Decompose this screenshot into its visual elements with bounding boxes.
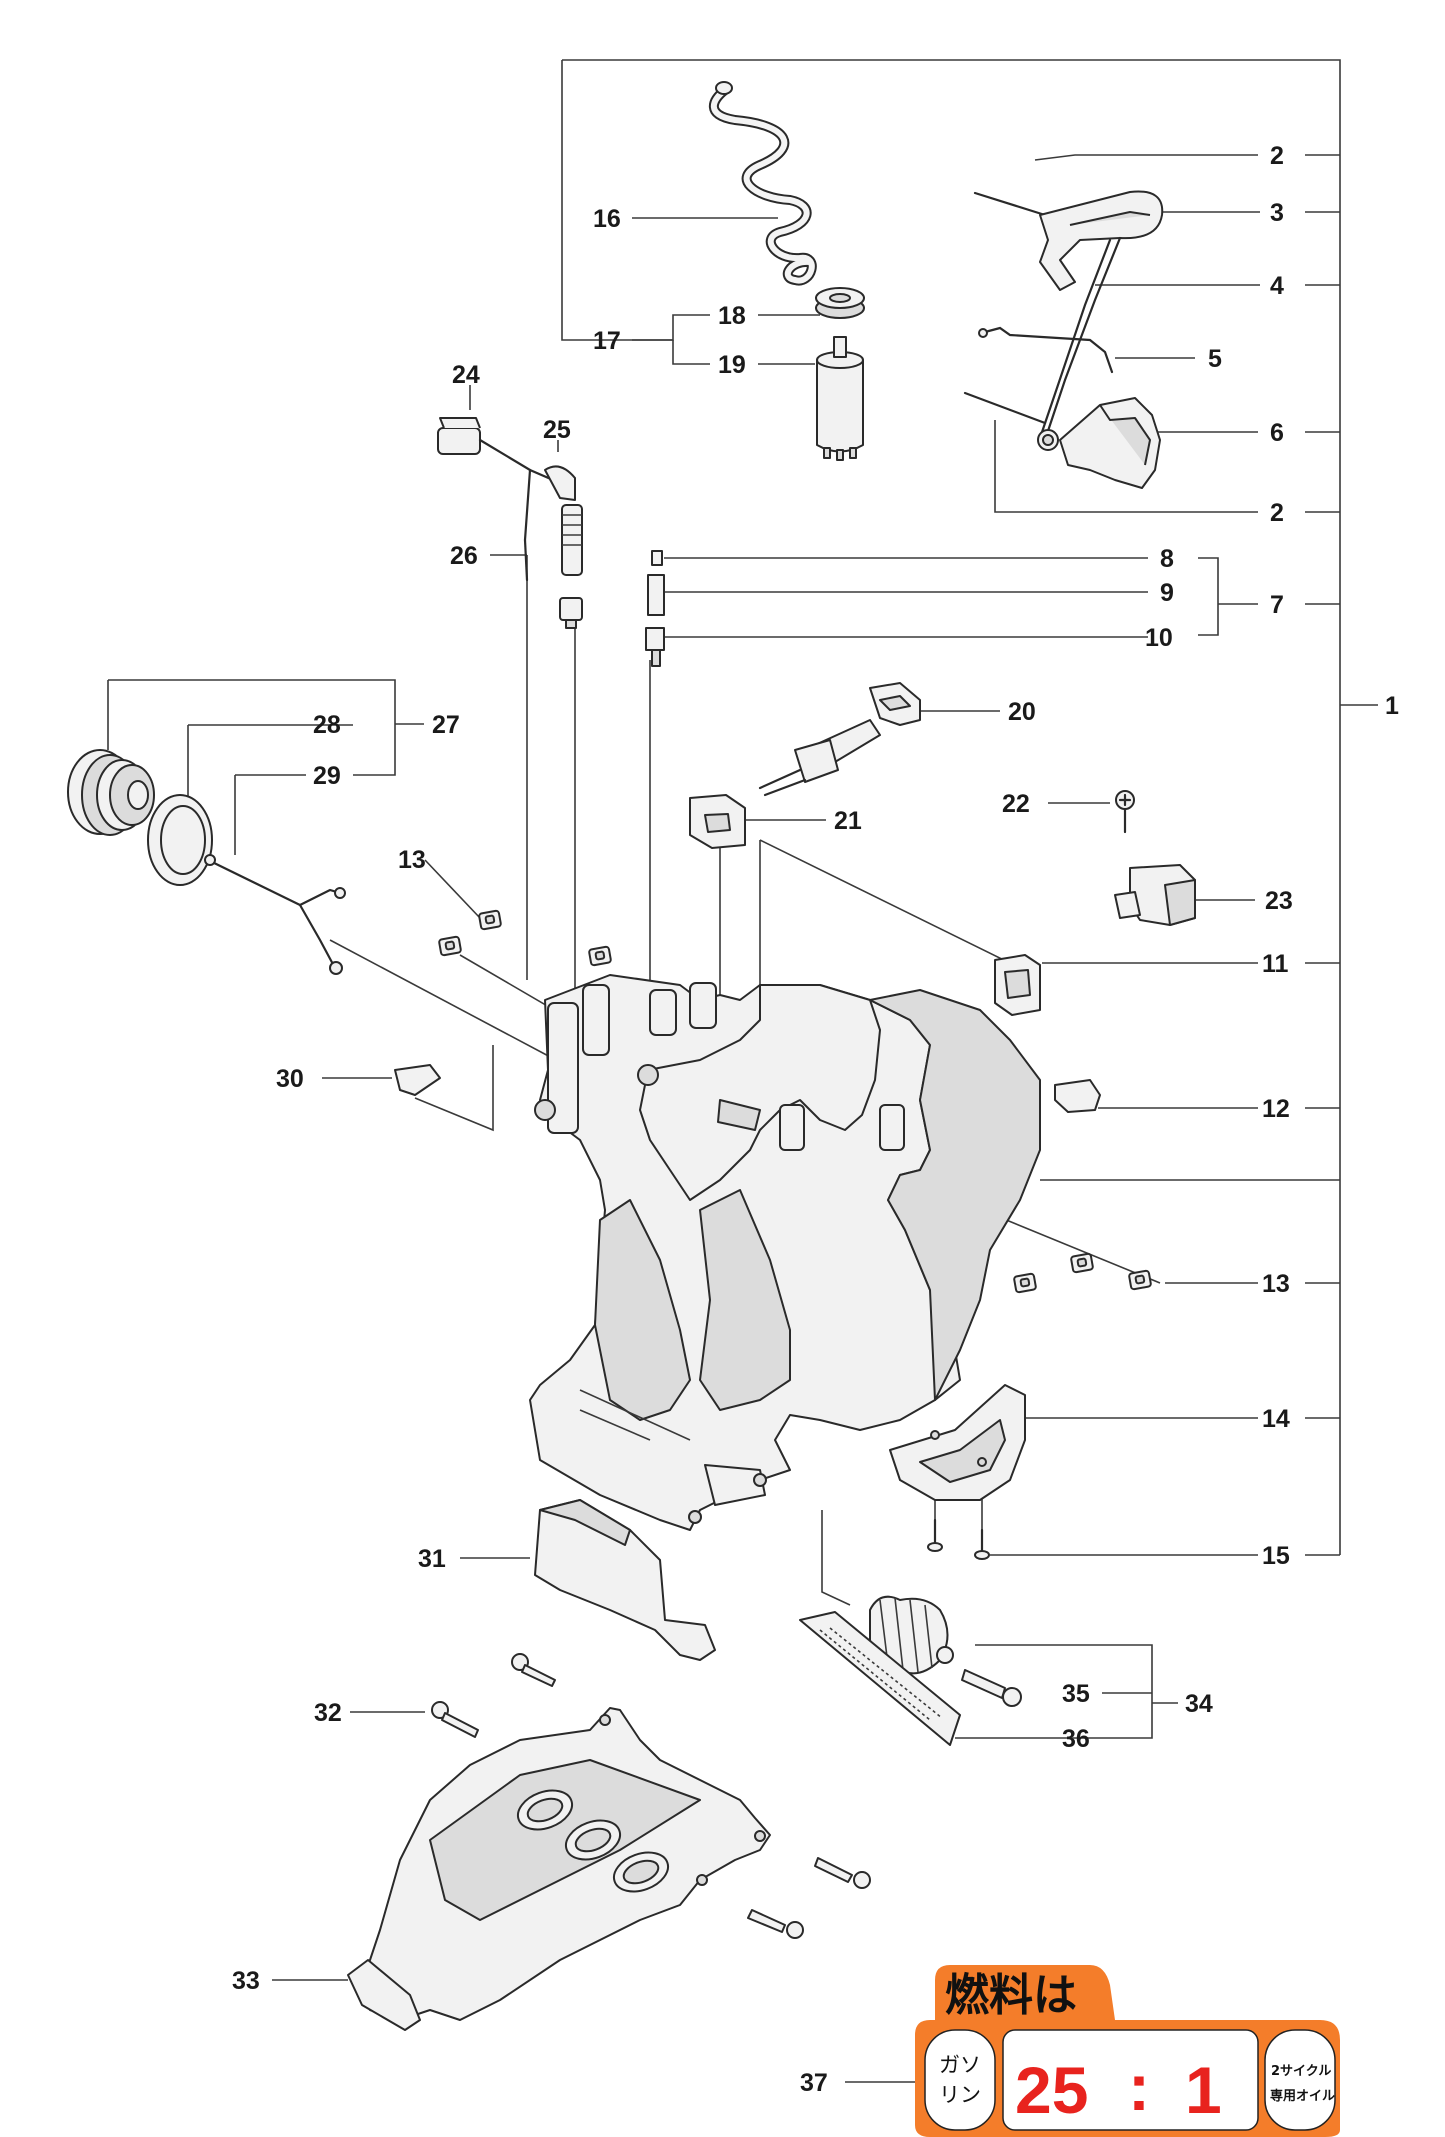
- screw-icon: [431, 1701, 479, 1738]
- rod-icon: [978, 326, 1114, 374]
- pin-icon: [963, 391, 1047, 425]
- sticker-left-bottom: リン: [939, 2083, 981, 2107]
- callout-25: 25: [543, 416, 571, 444]
- buffer-stack-icon: [645, 550, 665, 667]
- screw-icon: [511, 1653, 556, 1687]
- callout-32: 32: [314, 1699, 342, 1727]
- strap-icon: [204, 854, 346, 975]
- callout-26: 26: [450, 542, 478, 570]
- callout-7: 7: [1270, 591, 1284, 619]
- callout-29: 29: [313, 762, 341, 790]
- callout-13-right: 13: [1262, 1270, 1290, 1298]
- sticker-left-top: ガソ: [939, 2053, 981, 2077]
- callout-37: 37: [800, 2069, 828, 2097]
- square-nut-icon: [1013, 1272, 1037, 1294]
- grommet-icon: [815, 287, 865, 319]
- callout-11: 11: [1262, 950, 1289, 978]
- sticker-ratio-right: 1: [1185, 2053, 1222, 2127]
- square-nut-icon: [1070, 1252, 1094, 1274]
- callout-14: 14: [1262, 1405, 1290, 1433]
- callout-1: 1: [1385, 692, 1399, 720]
- fuel-ratio-sticker: 燃料は ガソ リン 25 : 1 2サイクル 専用オイル: [915, 1965, 1340, 2137]
- callout-22: 22: [1002, 790, 1030, 818]
- callout-33: 33: [232, 1967, 260, 1995]
- seal-ring-icon: [147, 794, 213, 886]
- connector-icon: [758, 682, 921, 797]
- square-nut-icon: [588, 945, 612, 967]
- callout-21: 21: [834, 807, 862, 835]
- callout-3: 3: [1270, 199, 1284, 227]
- tank-housing-icon: [529, 974, 1041, 1531]
- callout-9: 9: [1160, 579, 1174, 607]
- callout-15: 15: [1262, 1542, 1290, 1570]
- rear-pad-icon: [889, 1384, 1026, 1501]
- sticker-right-panel: [1264, 2029, 1336, 2131]
- callout-13-left: 13: [398, 846, 426, 874]
- bumper-strip-icon: [799, 1611, 961, 1746]
- throttle-lockout-icon: [1037, 397, 1161, 489]
- screw-icon: [961, 1669, 1022, 1707]
- callout-5: 5: [1208, 345, 1222, 373]
- callout-17: 17: [593, 327, 621, 355]
- callout-16: 16: [593, 205, 621, 233]
- clip-icon: [689, 794, 746, 849]
- throttle-trigger-icon: [1039, 190, 1164, 291]
- fuel-cap-icon: [67, 749, 155, 836]
- callout-18: 18: [718, 302, 746, 330]
- square-nut-icon: [1128, 1269, 1152, 1291]
- callout-12: 12: [1262, 1095, 1290, 1123]
- screw-icon: [927, 1518, 943, 1552]
- skid-plate-icon: [347, 1707, 771, 2031]
- pin-icon: [973, 191, 1047, 217]
- screw-icon: [1115, 790, 1135, 834]
- sticker-right-top: 2サイクル: [1271, 2064, 1331, 2079]
- connector-housing-icon: [1114, 864, 1196, 926]
- screw-icon: [974, 1528, 990, 1560]
- callout-27: 27: [432, 711, 460, 739]
- screw-icon: [747, 1909, 804, 1939]
- clip-icon: [394, 1064, 441, 1096]
- fuel-hose-icon: [708, 81, 817, 286]
- callout-34: 34: [1185, 1690, 1213, 1718]
- screw-icon: [814, 1857, 871, 1889]
- callout-2-top: 2: [1270, 142, 1284, 170]
- callout-23: 23: [1265, 887, 1293, 915]
- choke-cable-icon: [544, 465, 583, 629]
- callout-24: 24: [452, 361, 480, 389]
- callout-10: 10: [1145, 624, 1173, 652]
- sticker-title: 燃料は: [945, 1970, 1077, 2021]
- sticker-left-panel: [924, 2029, 996, 2131]
- callout-30: 30: [276, 1065, 304, 1093]
- callout-36: 36: [1062, 1725, 1090, 1753]
- square-nut-icon: [438, 935, 462, 957]
- clip-icon: [1054, 1079, 1101, 1113]
- stop-switch-icon: [437, 417, 562, 582]
- guide-plate-icon: [534, 1499, 716, 1661]
- callout-35: 35: [1062, 1680, 1090, 1708]
- sticker-ratio-sep: :: [1128, 2050, 1150, 2124]
- sticker-right-bottom: 専用オイル: [1270, 2088, 1335, 2104]
- callout-4: 4: [1270, 272, 1284, 300]
- callout-31: 31: [418, 1545, 446, 1573]
- clip-icon: [994, 954, 1041, 1016]
- callout-6: 6: [1270, 419, 1284, 447]
- fuel-filter-icon: [816, 336, 864, 461]
- callout-28: 28: [313, 711, 341, 739]
- square-nut-icon: [478, 909, 502, 931]
- callout-labels: 1 2 2 3 4 5 6 7 8 9 10 11 12 13 13 14 15…: [232, 142, 1399, 2097]
- sticker-ratio-left: 25: [1015, 2053, 1088, 2127]
- sticker-ratio-panel: [1002, 2029, 1259, 2131]
- spring-icon: [869, 1595, 954, 1675]
- callout-19: 19: [718, 351, 746, 379]
- callout-8: 8: [1160, 545, 1174, 573]
- callout-20: 20: [1008, 698, 1036, 726]
- callout-2-bottom: 2: [1270, 499, 1284, 527]
